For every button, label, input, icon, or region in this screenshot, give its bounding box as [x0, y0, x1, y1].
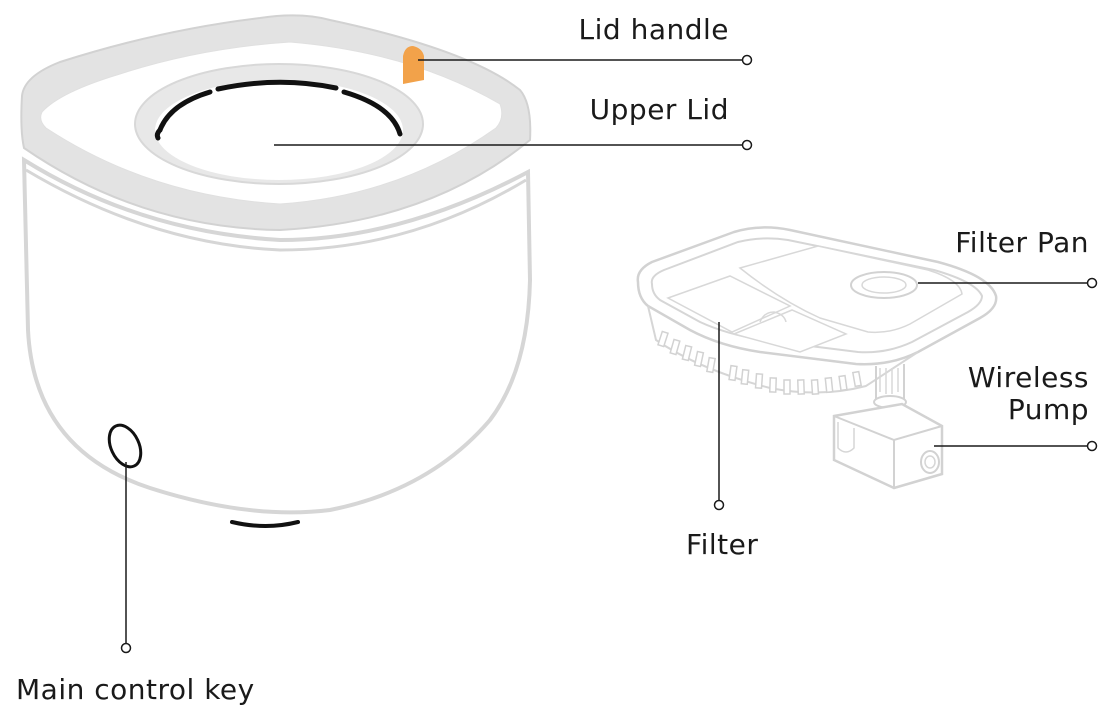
upper-lid-opening [155, 80, 403, 180]
filter-pan-dome [759, 311, 787, 323]
fountain-body [20, 14, 533, 528]
label-main-control-key: Main control key [16, 673, 255, 706]
upper-lid-rim-segment [341, 89, 403, 137]
wireless-pump-clip [837, 422, 855, 453]
vent-slot [824, 376, 834, 394]
main-control-key-button [107, 423, 143, 469]
vent-slot [657, 330, 669, 348]
vent-slot [768, 377, 778, 393]
leader-dot-wireless-pump [1086, 440, 1098, 452]
vent-slot [783, 379, 791, 395]
label-filter: Filter [686, 528, 759, 561]
vent-slot [728, 364, 738, 382]
vent-slot [740, 368, 750, 386]
vent-slot [754, 373, 764, 389]
label-filter-pan: Filter Pan [955, 226, 1089, 259]
upper-lid-rim-segment [154, 127, 163, 141]
leader-dot-upper-lid [741, 139, 753, 151]
pump-stem [875, 364, 905, 400]
upper-lid-rim-segment [157, 89, 213, 133]
vent-slot [669, 338, 681, 356]
vent-slot [851, 370, 863, 388]
filter-pan-assembly [636, 226, 998, 490]
base-foot-line [230, 520, 300, 528]
wireless-pump-edge [833, 415, 943, 488]
filter-pan-compartment [738, 245, 963, 334]
fountain-lower-body [21, 156, 533, 515]
lid-seam-line [25, 168, 527, 252]
vent-slot [681, 344, 693, 362]
filter-pan-vents [657, 330, 863, 395]
vent-slot [693, 350, 705, 368]
upper-lid-rim-segment [215, 79, 339, 92]
pump-stem-ribs [879, 368, 899, 394]
leader-dot-filter-pan [1086, 277, 1098, 289]
label-wireless-pump: Wireless Pump [967, 361, 1089, 427]
lid-handle [403, 46, 424, 84]
label-wireless-pump-line2: Pump [1007, 393, 1089, 427]
label-upper-lid: Upper Lid [589, 93, 729, 126]
leader-dot-main-control-key [120, 642, 132, 654]
vent-slot [705, 356, 717, 374]
leader-lines [120, 54, 1098, 654]
filter-cartridge-slot [731, 309, 848, 353]
wireless-pump-inlet-inner [924, 455, 936, 469]
filter-pan-outlet-hole [861, 276, 907, 294]
filter-cartridge-slot [666, 275, 792, 333]
vent-slot [810, 379, 820, 395]
leader-dot-filter [713, 499, 725, 511]
label-lid-handle: Lid handle [578, 13, 729, 46]
vent-slot [796, 379, 806, 395]
label-wireless-pump-line1: Wireless [967, 361, 1089, 394]
leader-dot-lid-handle [741, 54, 753, 66]
wireless-pump-body [832, 402, 944, 490]
vent-slot [838, 374, 848, 392]
